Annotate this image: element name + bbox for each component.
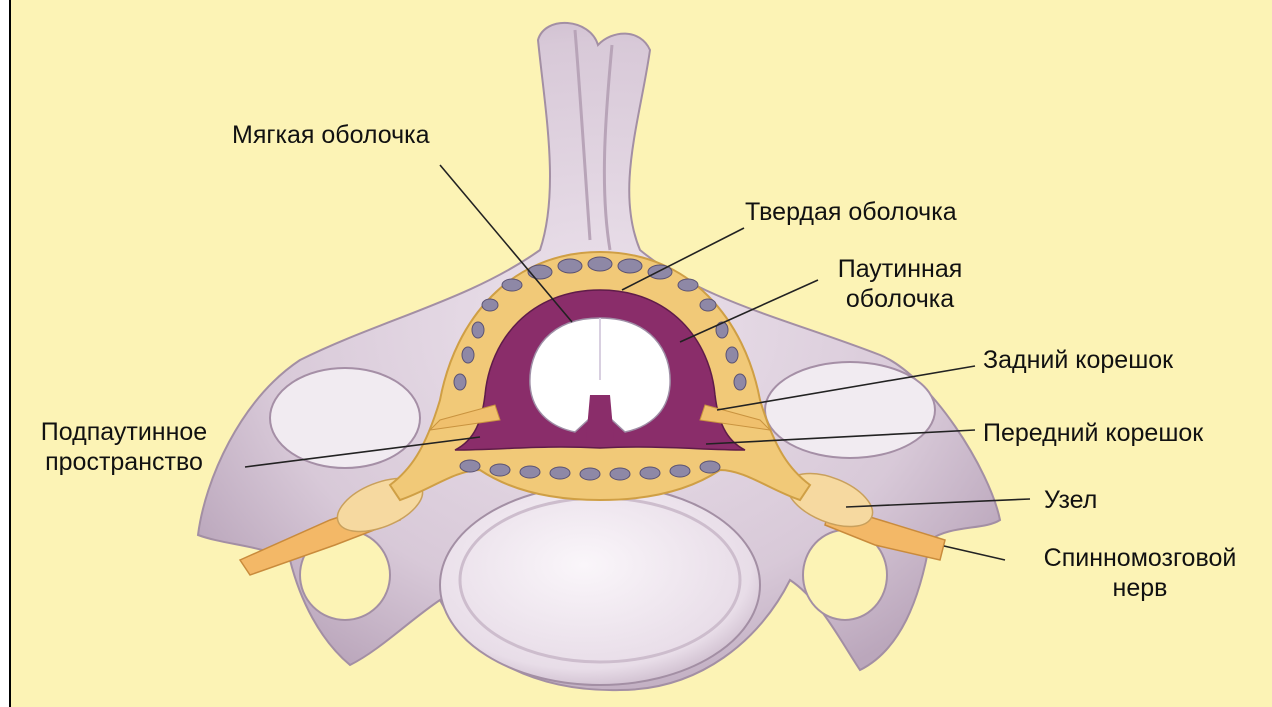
label-arachnoid-line2: оболочка: [825, 284, 975, 314]
label-subarachnoid-space: Подпаутинное пространство: [14, 417, 234, 477]
label-subarachnoid-line2: пространство: [14, 447, 234, 477]
label-spinal-nerve: Спинномозговой нерв: [1010, 543, 1270, 603]
label-anterior-root: Передний корешок: [983, 418, 1203, 448]
label-arachnoid: Паутинная оболочка: [825, 254, 975, 314]
label-spinal-nerve-line1: Спинномозговой: [1010, 543, 1270, 573]
label-spinal-nerve-line2: нерв: [1010, 573, 1270, 603]
label-arachnoid-line1: Паутинная: [825, 254, 975, 284]
label-posterior-root: Задний корешок: [983, 345, 1173, 375]
label-pia-mater: Мягкая оболочка: [232, 120, 430, 150]
label-ganglion: Узел: [1044, 485, 1097, 515]
label-subarachnoid-line1: Подпаутинное: [14, 417, 234, 447]
label-dura-mater: Твердая оболочка: [745, 197, 957, 227]
